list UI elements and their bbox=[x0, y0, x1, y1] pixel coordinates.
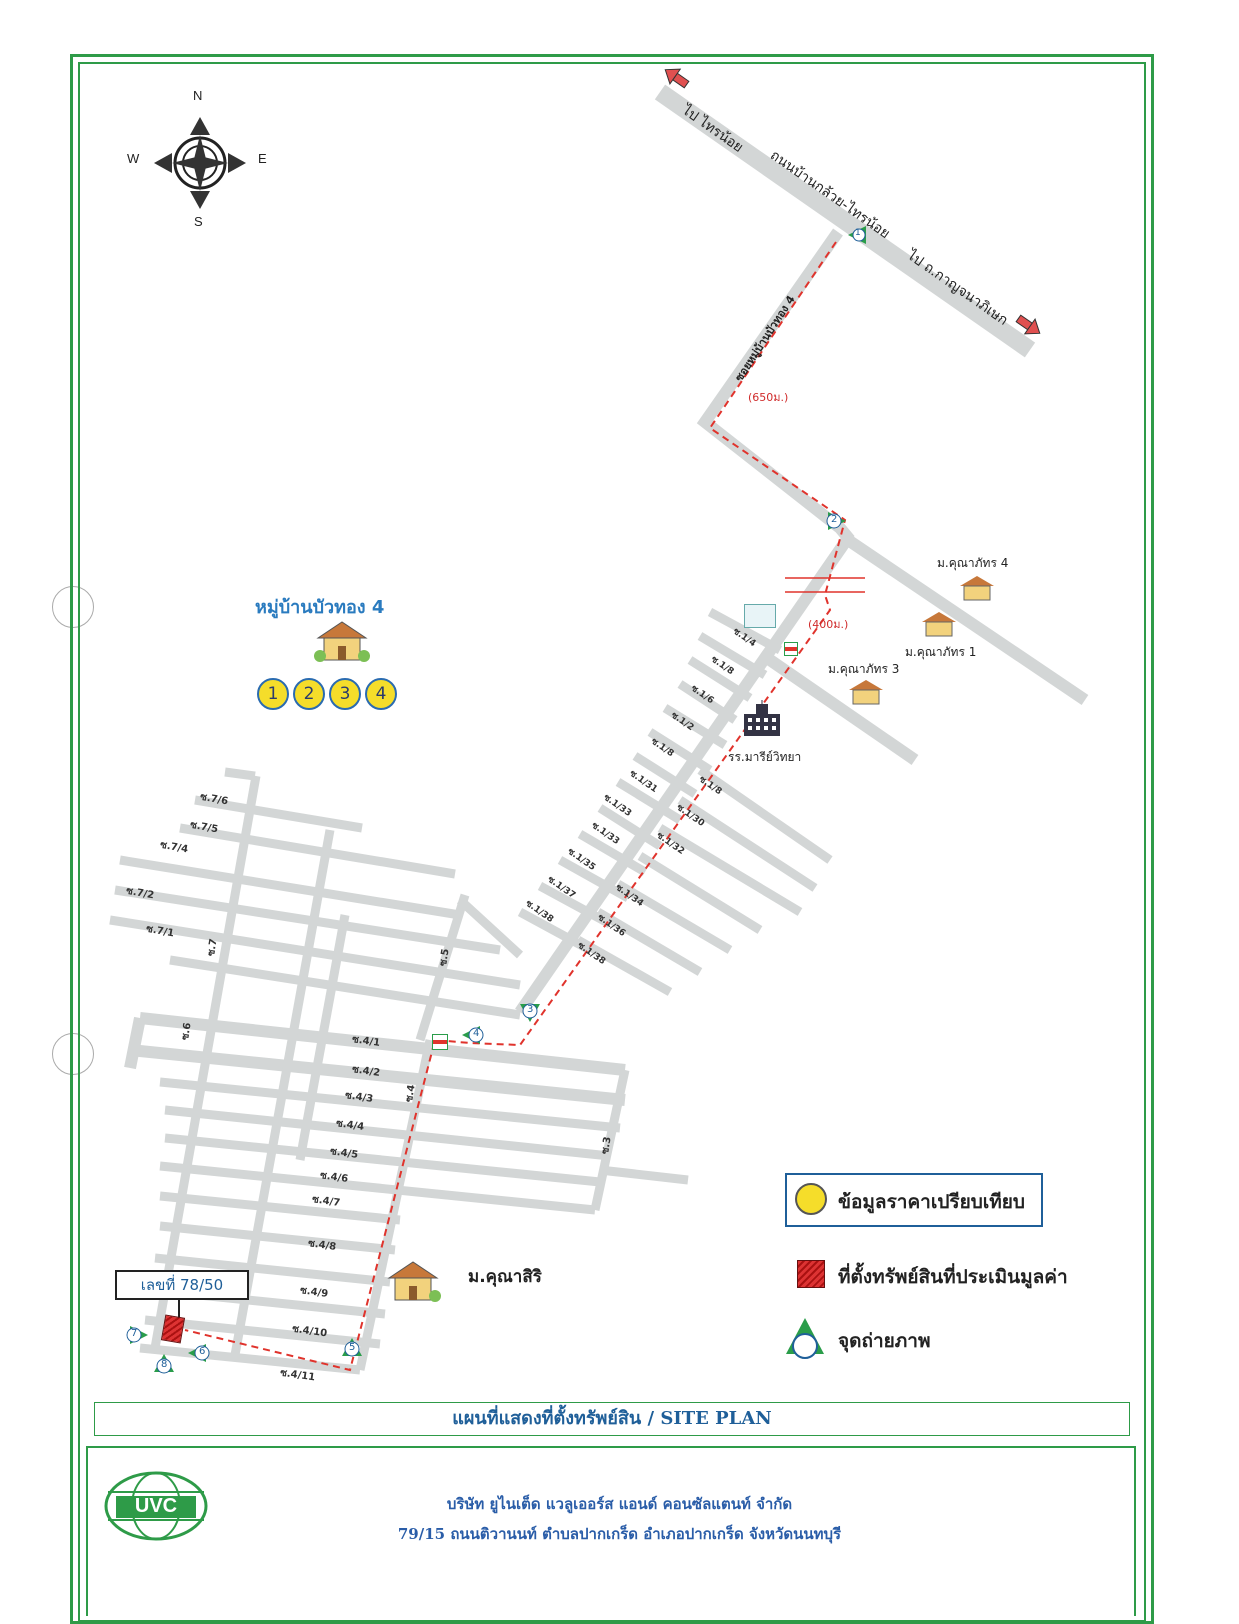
village-house-icon bbox=[312, 618, 372, 662]
soi-label: ซ.3 bbox=[599, 1135, 614, 1156]
place-kunaphat1: ม.คุณาภัทร 1 bbox=[905, 645, 977, 659]
place-kunaphat3: ม.คุณาภัทร 3 bbox=[828, 662, 900, 676]
arrow-icon-north bbox=[664, 68, 690, 89]
photo-point-6[interactable]: 6 bbox=[186, 1342, 212, 1364]
photo-point-label: 8 bbox=[161, 1359, 168, 1370]
soi-label: ซ.4 bbox=[403, 1083, 418, 1104]
photo-point-4[interactable]: 4 bbox=[460, 1024, 486, 1046]
plot-pointer bbox=[178, 1300, 180, 1318]
legend-photo-text: จุดถ่ายภาพ bbox=[838, 1330, 931, 1352]
comparable-1[interactable]: 1 bbox=[257, 678, 289, 710]
photo-point-label: 1 bbox=[855, 228, 861, 238]
soi-label: ซ.7 bbox=[205, 937, 220, 958]
photo-point-8[interactable]: 8 bbox=[152, 1352, 176, 1376]
compass-e: E bbox=[258, 151, 267, 166]
photo-point-label: 2 bbox=[831, 514, 838, 525]
main-road bbox=[654, 84, 1036, 358]
photo-point-2[interactable]: 2 bbox=[824, 510, 848, 532]
store-icon bbox=[744, 604, 776, 628]
photo-point-3[interactable]: 3 bbox=[518, 1000, 542, 1024]
photo-point-7[interactable]: 7 bbox=[124, 1324, 150, 1346]
comparable-3[interactable]: 3 bbox=[329, 678, 361, 710]
seven-eleven-icon bbox=[784, 642, 798, 656]
compass-w: W bbox=[127, 151, 140, 166]
place-kunaphat4: ม.คุณาภัทร 4 bbox=[937, 556, 1009, 570]
photo-point-label: 5 bbox=[349, 1342, 356, 1353]
trunk-road bbox=[515, 534, 853, 1016]
footer-box bbox=[86, 1446, 1136, 1616]
compass-icon bbox=[154, 117, 246, 209]
legend-comparable-icon bbox=[795, 1183, 827, 1215]
road-east-branch-2 bbox=[766, 655, 919, 765]
seven-eleven-icon-2 bbox=[432, 1034, 448, 1050]
legend-comparable-box bbox=[785, 1173, 1043, 1227]
route-path bbox=[184, 241, 847, 1372]
company-logo-text: UVC bbox=[134, 1495, 178, 1517]
house-icon-kunasiri bbox=[383, 1258, 443, 1306]
village-title: หมู่บ้านบัวทอง 4 bbox=[255, 597, 385, 618]
legend-subject-text: ที่ตั้งทรัพย์สินที่ประเมินมูลค่า bbox=[838, 1266, 1068, 1288]
comparable-4[interactable]: 4 bbox=[365, 678, 397, 710]
distance-650: (650ม.) bbox=[748, 391, 789, 404]
punch-hole-top bbox=[52, 586, 94, 628]
house-icon-kunaphat3 bbox=[845, 678, 887, 710]
west-grid bbox=[109, 767, 689, 1375]
company-logo: UVC bbox=[102, 1470, 210, 1542]
company-address: 79/15 ถนนติวานนท์ ตำบลปากเกร็ด อำเภอปากเ… bbox=[397, 1525, 842, 1543]
punch-hole-bottom bbox=[52, 1033, 94, 1075]
comparable-2[interactable]: 2 bbox=[293, 678, 325, 710]
house-icon-kunaphat1 bbox=[918, 610, 960, 642]
compass-n: N bbox=[193, 88, 203, 103]
photo-point-5[interactable]: 5 bbox=[340, 1336, 364, 1360]
soi-road bbox=[696, 228, 855, 544]
company-name: บริษัท ยูไนเต็ด แวลูเออร์ส แอนด์ คอนซัลแ… bbox=[446, 1495, 793, 1513]
place-school: รร.มารีย์วิทยา bbox=[728, 750, 802, 764]
arrow-icon-south bbox=[1015, 314, 1041, 335]
school-icon bbox=[742, 700, 782, 742]
place-kunasiri: ม.คุณาสิริ bbox=[468, 1267, 542, 1287]
legend-photo-icon bbox=[782, 1316, 828, 1366]
compass-s: S bbox=[194, 214, 203, 229]
photo-point-label: 4 bbox=[473, 1028, 480, 1039]
photo-point-label: 6 bbox=[199, 1346, 206, 1357]
plot-label: เลขที่ 78/50 bbox=[115, 1270, 249, 1300]
legend-comparable-text: ข้อมูลราคาเปรียบเทียบ bbox=[838, 1191, 1025, 1213]
comparable-markers: 1 2 3 4 bbox=[257, 678, 397, 710]
road-east-branch bbox=[844, 535, 1089, 705]
map-title: แผนที่แสดงที่ตั้งทรัพย์สิน / SITE PLAN bbox=[94, 1402, 1130, 1436]
house-icon-kunaphat4 bbox=[956, 574, 998, 606]
soi-label: ซ.6 bbox=[179, 1021, 194, 1042]
photo-point-label: 7 bbox=[131, 1328, 138, 1339]
photo-point-label: 3 bbox=[527, 1004, 534, 1015]
east-sois bbox=[517, 608, 833, 996]
photo-point-1[interactable]: 1 bbox=[846, 224, 868, 246]
legend-subject-icon bbox=[797, 1260, 825, 1288]
soi-label: ซ.5 bbox=[437, 947, 452, 968]
distance-400: (400ม.) bbox=[808, 618, 849, 631]
